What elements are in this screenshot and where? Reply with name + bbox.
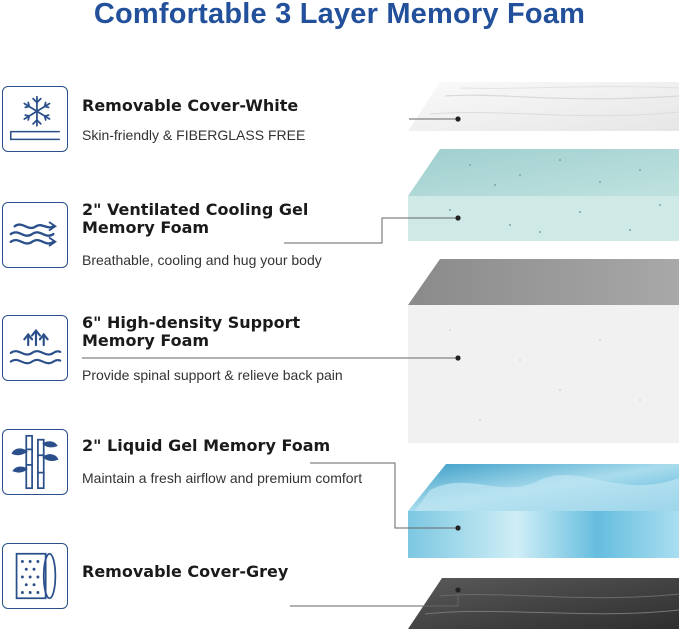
snowflake-icon — [2, 86, 68, 152]
airflow-waves-icon — [2, 202, 68, 268]
leader-dot — [455, 355, 461, 361]
leader-dot — [455, 215, 461, 221]
leader-dot — [455, 525, 461, 531]
layer-heading-support-line2: Memory Foam — [82, 331, 210, 350]
cooling-gel-layer — [408, 149, 679, 241]
layer-heading-support-line1: 6" High-density Support — [82, 313, 301, 332]
layer-heading-grey-cover: Removable Cover-Grey — [82, 562, 289, 581]
fabric-roll-icon — [2, 543, 68, 609]
layer-description-liquid-gel: Maintain a fresh airflow and premium com… — [82, 470, 363, 486]
liquid-gel-layer — [408, 464, 679, 558]
layer-heading-cooling-gel-line2: Memory Foam — [82, 218, 210, 237]
layer-heading-liquid-gel: 2" Liquid Gel Memory Foam — [82, 436, 331, 455]
grey-cover-layer — [408, 578, 679, 629]
layer-description-support: Provide spinal support & relieve back pa… — [82, 367, 343, 383]
bamboo-icon — [2, 429, 68, 495]
leader-dot — [455, 116, 461, 122]
leader-lines — [82, 118, 459, 607]
white-cover-layer — [408, 82, 679, 131]
layer-heading-cooling-gel-line1: 2" Ventilated Cooling Gel — [82, 200, 309, 219]
support-foam-layer — [408, 259, 679, 443]
layer-description-white-cover: Skin-friendly & FIBERGLASS FREE — [82, 127, 306, 143]
layer-description-cooling-gel: Breathable, cooling and hug your body — [82, 252, 322, 268]
layer-heading-white-cover: Removable Cover-White — [82, 96, 299, 115]
support-waves-icon — [2, 315, 68, 381]
page-title: Comfortable 3 Layer Memory Foam — [93, 0, 586, 30]
leader-dot — [455, 587, 461, 593]
